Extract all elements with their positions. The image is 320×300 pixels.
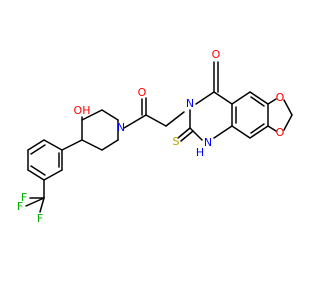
dioxole-oxygen-top-label: O <box>276 91 285 104</box>
thione-sulfur-label: S <box>173 135 180 148</box>
piperidine-nitrogen-label: N <box>117 121 125 134</box>
bond-layer <box>25 61 293 213</box>
fluorine-label-1: F <box>17 200 23 213</box>
atom-label-layer: O OH N N H N O O O S F F F <box>17 48 285 225</box>
fluorine-label-3: F <box>21 191 27 204</box>
ring-nitrogen-label: N <box>186 97 194 110</box>
fluorine-label-2: F <box>37 212 43 225</box>
ketone-oxygen-label: O <box>212 48 221 61</box>
hydroxyl-label: OH <box>74 104 91 117</box>
molecule-diagram: O OH N N H N O O O S F F F <box>17 48 293 225</box>
nh-hydrogen-label: H <box>196 146 204 159</box>
dioxole-oxygen-bottom-label: O <box>276 126 285 139</box>
nh-nitrogen-label: N <box>204 136 212 149</box>
carbonyl-oxygen-label: O <box>138 86 147 99</box>
